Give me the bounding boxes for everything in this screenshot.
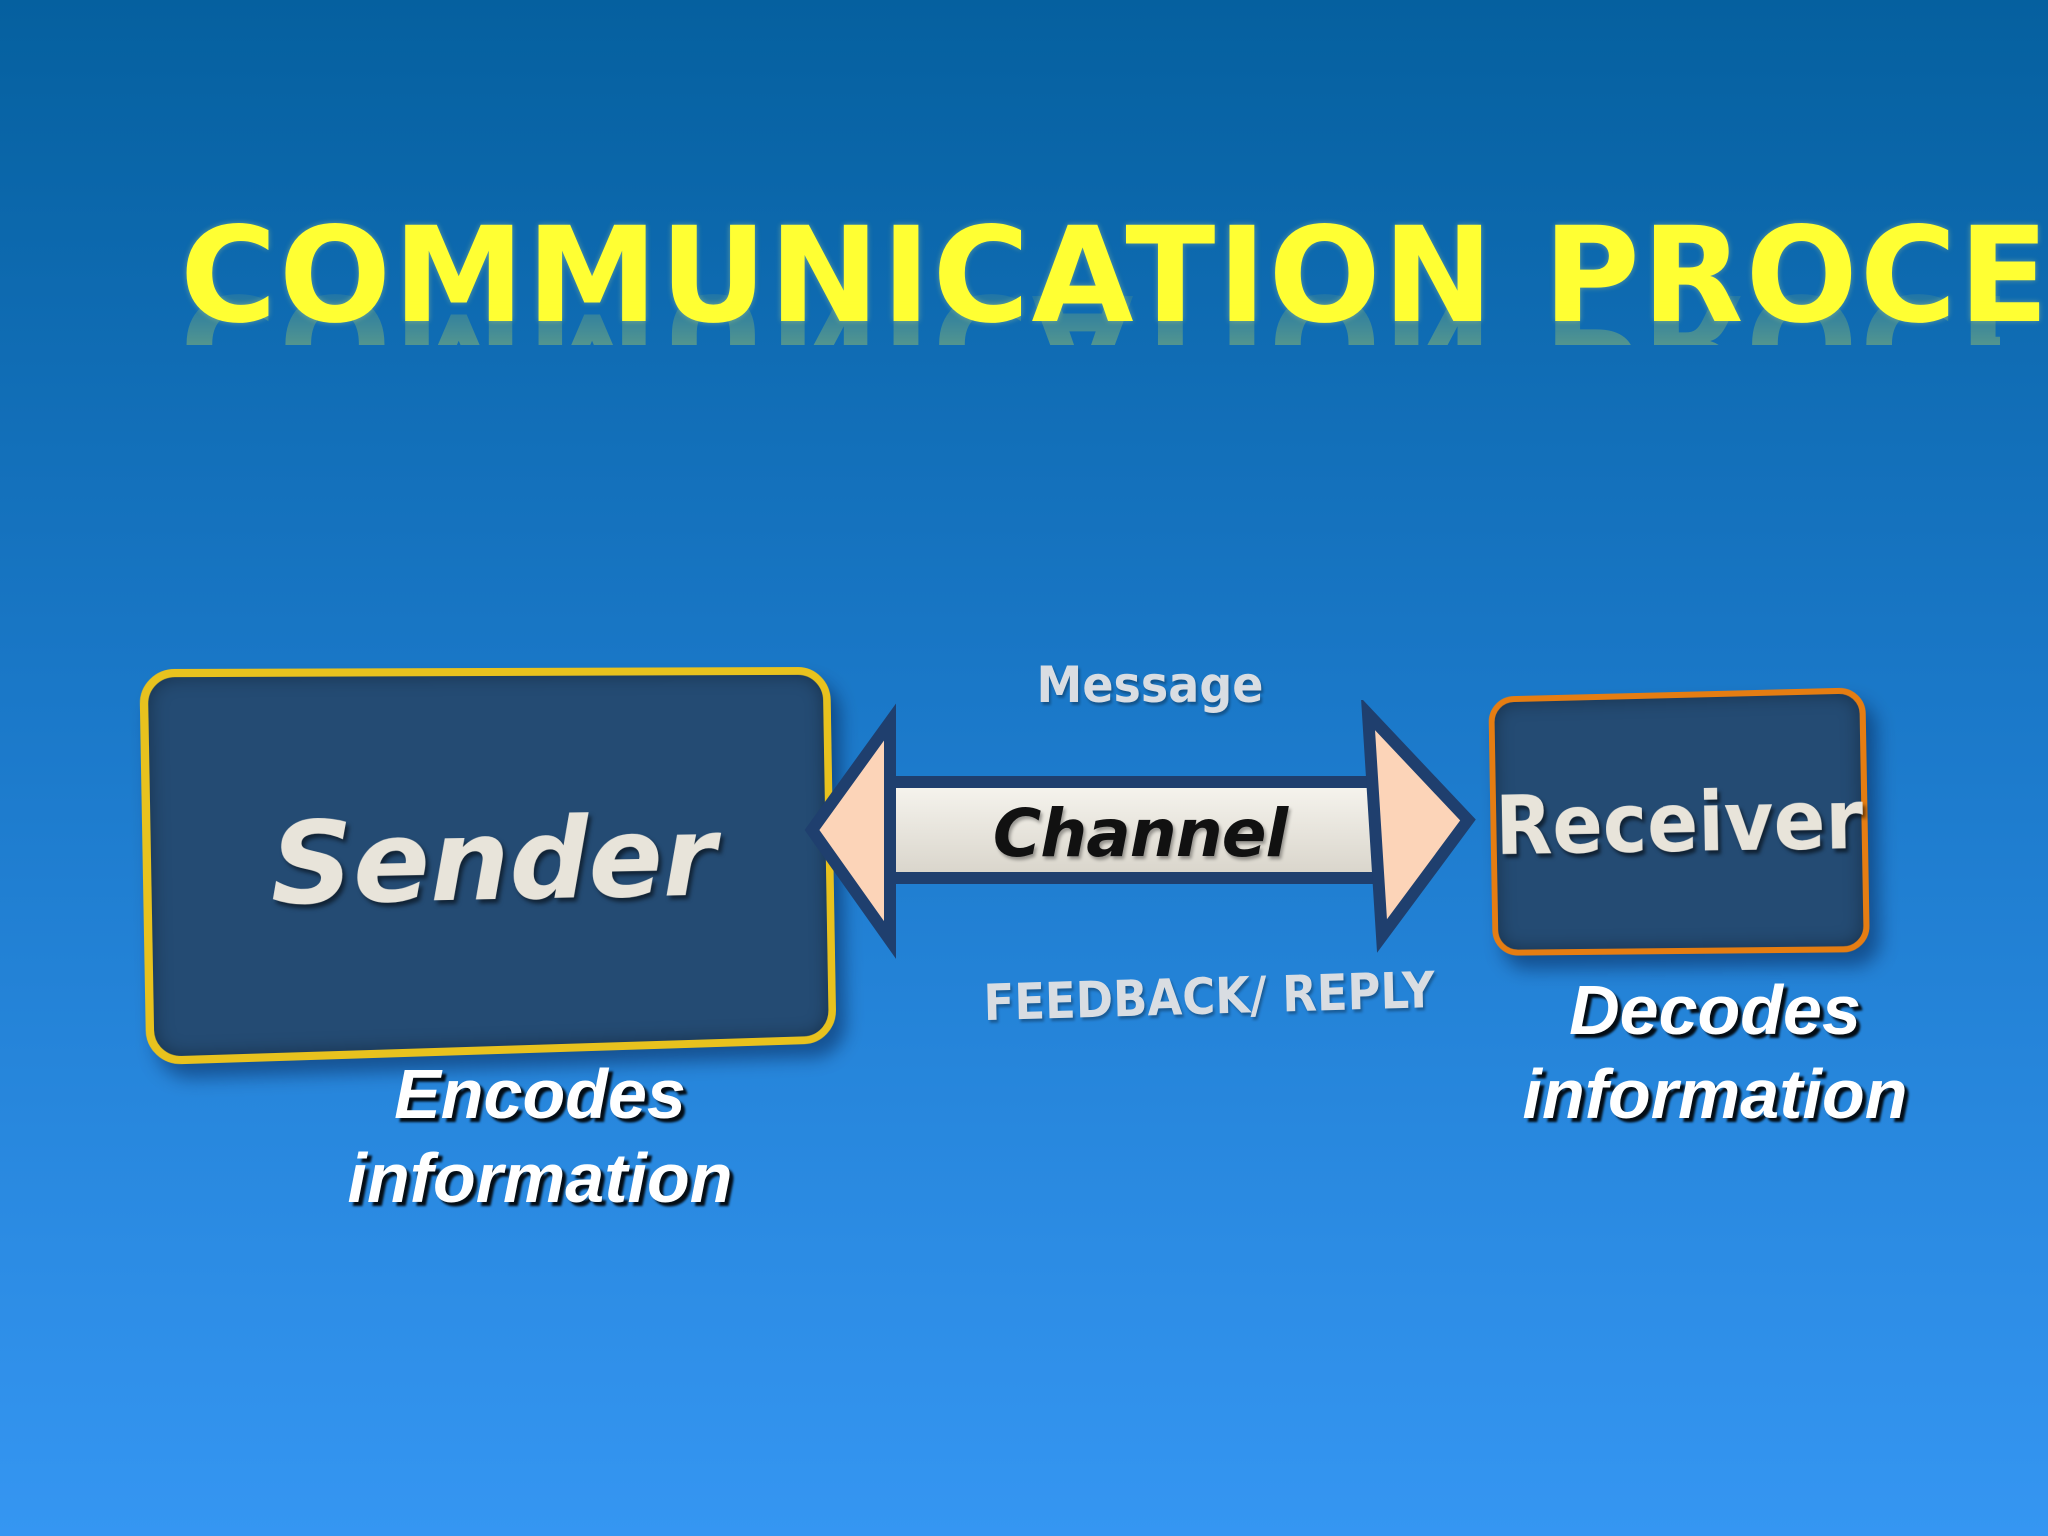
receiver-caption-line2: information [1522,1055,1908,1133]
receiver-label: Receiver [1494,771,1864,874]
sender-caption-line1: Encodes [394,1055,686,1133]
message-label: Message [1036,656,1264,714]
arrowhead-right-icon [1361,700,1476,953]
channel-label: Channel [992,795,1288,872]
sender-caption-line2: information [347,1139,733,1217]
arrowhead-left-icon [804,703,896,959]
sender-box: Sender [139,666,837,1066]
feedback-label: FEEDBACK/ REPLY [982,961,1436,1033]
sender-caption: Encodes information [290,1052,790,1220]
receiver-caption-line1: Decodes [1569,971,1861,1049]
sender-label: Sender [269,793,718,932]
receiver-caption: Decodes information [1470,968,1960,1136]
slide-title: COMMUNICATION PROCESS [180,199,2048,353]
receiver-box: Receiver [1488,687,1870,956]
channel-arrow [804,700,1476,959]
